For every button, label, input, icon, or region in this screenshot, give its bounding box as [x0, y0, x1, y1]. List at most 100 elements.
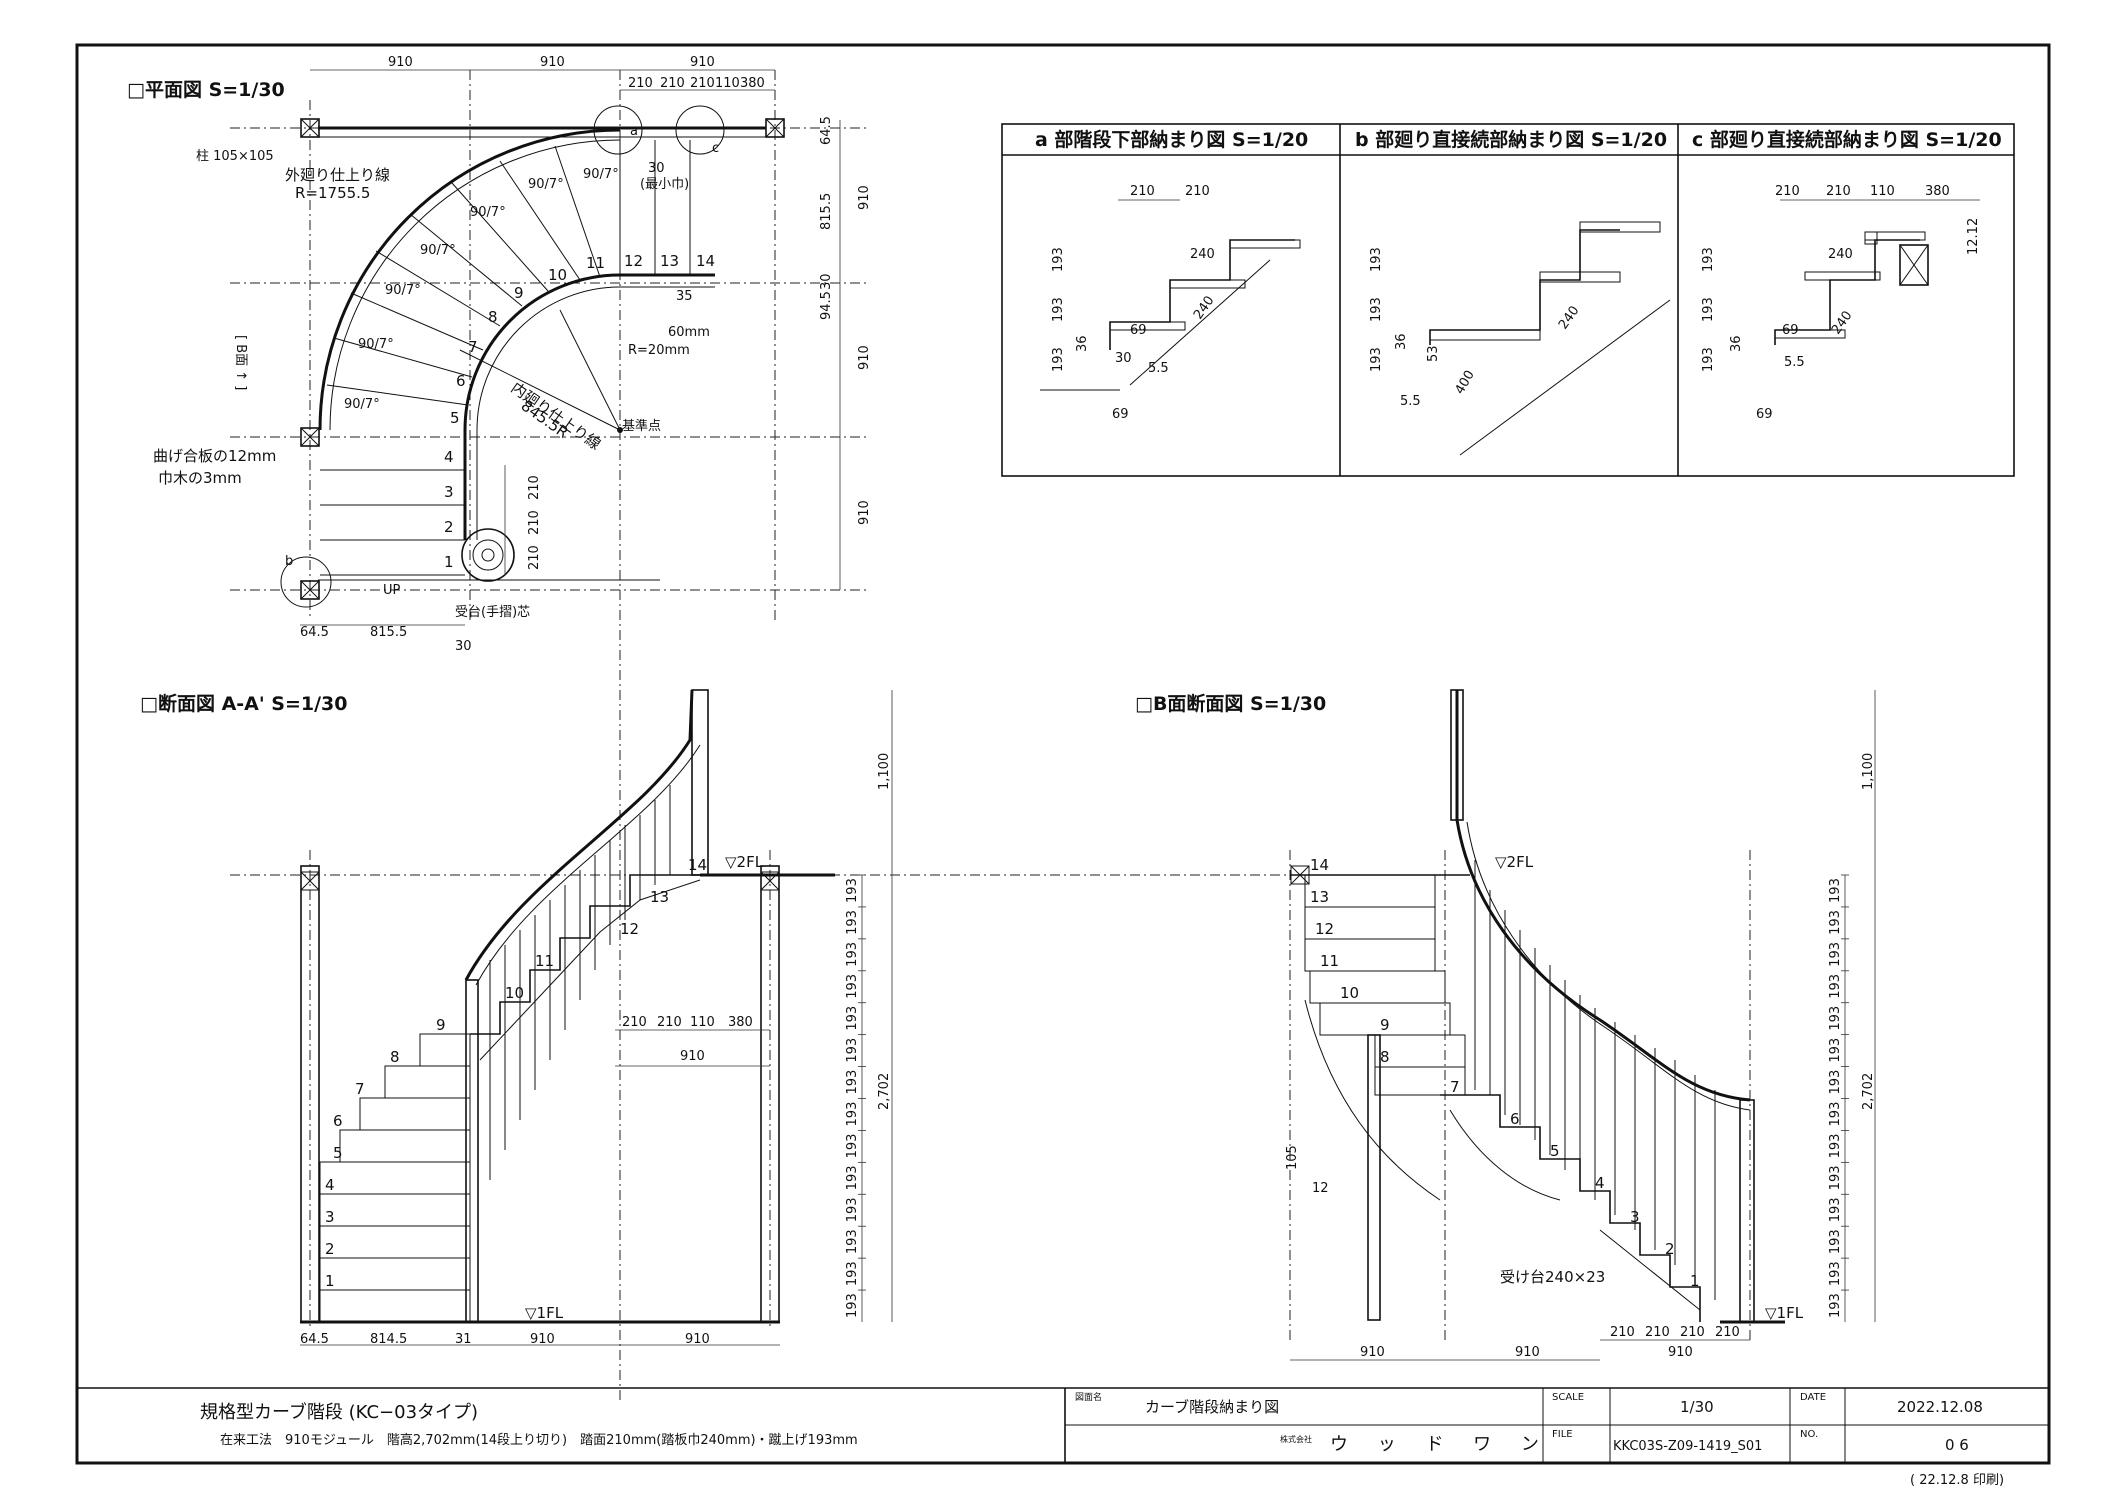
sec-b-rise-dim-5: 193: [1828, 1006, 1843, 1031]
drawing-name-label: 図面名: [1075, 1391, 1102, 1403]
sec-a-bdim-5: 910: [685, 1332, 710, 1347]
datum-label: 基準点: [622, 418, 661, 434]
detail-b-dim-8: 53: [1426, 345, 1441, 362]
sec-b-rail-height: 1,100: [1861, 753, 1876, 790]
sec-a-step-8: 8: [390, 1048, 400, 1066]
plan-subdim-5: 380: [740, 76, 765, 91]
company-name: ウ ッ ド ワ ン: [1330, 1434, 1551, 1455]
detail-b-dim-4: 36: [1394, 333, 1409, 350]
plan-step-12: 12: [624, 252, 643, 270]
section-b-floor2: ▽2FL: [1495, 853, 1534, 871]
sec-a-pdim-3: 110: [690, 1015, 715, 1030]
plan-subdim-2: 210: [660, 76, 685, 91]
angle-label-4: 90/7°: [420, 243, 456, 258]
plan-step-3: 3: [444, 483, 454, 501]
sec-a-rise-dim-1: 193: [845, 878, 860, 903]
plan-dim-top-1: 910: [388, 55, 413, 70]
sec-b-step-9: 9: [1380, 1016, 1390, 1034]
sec-a-rise-dim-3: 193: [845, 942, 860, 967]
up-label: UP: [383, 583, 401, 598]
plan-rdim-6: 910: [857, 345, 872, 370]
sec-b-step-7: 7: [1450, 1078, 1460, 1096]
plan-step-2: 2: [444, 518, 454, 536]
detail-a-dim-3: 240: [1190, 247, 1215, 262]
sec-a-bdim-4: 910: [530, 1332, 555, 1347]
post-label: 柱 105×105: [196, 149, 274, 164]
sec-a-rise-dim-6: 193: [845, 1038, 860, 1063]
sec-b-rise-dim-2: 193: [1828, 910, 1843, 935]
plan-step-11: 11: [586, 254, 605, 272]
sec-a-step-12: 12: [620, 920, 639, 938]
sec-a-step-3: 3: [325, 1208, 335, 1226]
plan-title: □平面図 S=1/30: [127, 79, 285, 101]
stair-dim-1: 210: [527, 475, 542, 500]
scale-value: 1/30: [1680, 1398, 1714, 1416]
sec-b-rise-dim-13: 193: [1828, 1261, 1843, 1286]
sec-a-step-11: 11: [535, 952, 554, 970]
sec-b-rise-dim-8: 193: [1828, 1102, 1843, 1127]
plan-rdim-5: 94.5: [819, 291, 834, 320]
detail-a-drawing: 210 210 240 240 193 193 193 36 69 30 5.5…: [1040, 184, 1301, 422]
plan-step-13: 13: [660, 252, 679, 270]
angle-label-6: 90/7°: [358, 337, 394, 352]
sec-b-step-14: 14: [1310, 856, 1329, 874]
sec-a-width: 910: [680, 1049, 705, 1064]
plan-step-7: 7: [468, 338, 478, 356]
sec-a-rise-dim-12: 193: [845, 1229, 860, 1254]
step-30-note: (最小巾): [640, 177, 689, 192]
section-b-title: □B面断面図 S=1/30: [1135, 692, 1326, 715]
plan-step-9: 9: [514, 284, 524, 302]
sec-a-rise-dim-11: 193: [845, 1197, 860, 1222]
detail-a-dim-5: 193: [1051, 247, 1066, 272]
plan-bdim-1: 64.5: [300, 625, 329, 640]
plan-step-4: 4: [444, 448, 454, 466]
sec-a-step-9: 9: [436, 1016, 446, 1034]
b-mark-label: [ B面 ↑ ]: [233, 335, 248, 390]
sec-b-bdim-1: 210: [1610, 1325, 1635, 1340]
date-label: DATE: [1800, 1392, 1826, 1403]
sec-a-step-14: 14: [688, 856, 707, 874]
detail-c-dim-12: 5.5: [1784, 355, 1805, 370]
detail-c-dim-8: 193: [1701, 297, 1716, 322]
sec-a-rise-dim-5: 193: [845, 1006, 860, 1031]
sec-a-rise-dim-8: 193: [845, 1102, 860, 1127]
sec-a-rise-dim-2: 193: [845, 910, 860, 935]
skirting-label: 巾木の3mm: [158, 469, 242, 487]
sec-a-step-2: 2: [325, 1240, 335, 1258]
sec-a-bdim-3: 31: [455, 1332, 472, 1347]
detail-b-title: b 部廻り直接続部納まり図 S=1/20: [1355, 128, 1667, 151]
product-line1: 規格型カーブ階段 (KC−03タイプ): [200, 1401, 478, 1423]
plan-step-6: 6: [456, 372, 466, 390]
sec-b-step-11: 11: [1320, 952, 1339, 970]
detail-c-dim-2: 210: [1826, 184, 1851, 199]
sec-a-step-13: 13: [650, 888, 669, 906]
plan-rdim-2: 815.5: [819, 193, 834, 230]
sec-b-rise-dim-10: 193: [1828, 1165, 1843, 1190]
r20-label: R=20mm: [628, 343, 690, 358]
sec-a-rise-dim-14: 193: [845, 1293, 860, 1318]
section-a-floor2: ▽2FL: [725, 853, 764, 871]
sec-a-step-5: 5: [333, 1144, 343, 1162]
sec-a-rise-dim-13: 193: [845, 1261, 860, 1286]
detail-c-dim-5: 240: [1828, 247, 1853, 262]
detail-a-dim-1: 210: [1130, 184, 1155, 199]
angle-label-7: 90/7°: [344, 397, 380, 412]
title-block: 規格型カーブ階段 (KC−03タイプ) 在来工法 910モジュール 階高2,70…: [77, 1387, 2049, 1488]
section-a-floor1: ▽1FL: [525, 1304, 564, 1322]
printed-note: ( 22.12.8 印刷): [1910, 1473, 2004, 1488]
plan-bdim-3: 30: [455, 639, 472, 654]
no-label: NO.: [1800, 1429, 1818, 1440]
no-value: 0 6: [1945, 1436, 1969, 1454]
plan-subdim-4: 110: [715, 76, 740, 91]
detail-c-dim-11: 69: [1782, 323, 1799, 338]
angle-label-3: 90/7°: [470, 205, 506, 220]
sec-b-step-12: 12: [1315, 920, 1334, 938]
detail-a-dim-9: 69: [1130, 323, 1147, 338]
sec-b-step-2: 2: [1665, 1240, 1675, 1258]
angle-label-5: 90/7°: [385, 283, 421, 298]
sec-b-rise-dim-9: 193: [1828, 1134, 1843, 1159]
sec-b-step-10: 10: [1340, 984, 1359, 1002]
detail-c-dim-14: 12.12: [1966, 218, 1981, 255]
plan-rdim-7: 910: [857, 500, 872, 525]
